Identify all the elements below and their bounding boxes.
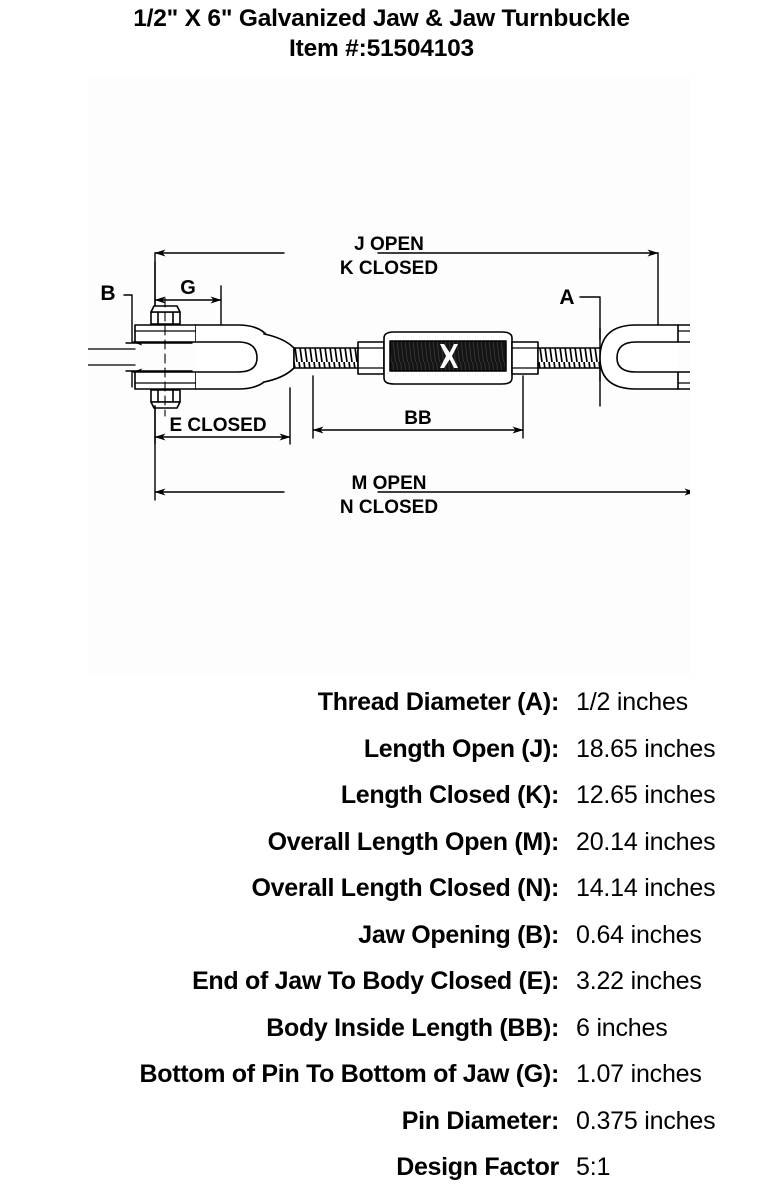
dimension-m-open-n-closed — [154, 405, 690, 501]
spec-value: 0.64 inches — [576, 920, 702, 949]
spec-label: Length Closed (K): — [340, 781, 559, 809]
product-diagram-panel: J OPEN K CLOSED G B A E CLOSED BB M OPEN… — [88, 76, 690, 676]
spec-row: Thread Diameter (A): 1/2 inches — [0, 688, 763, 735]
spec-label: Jaw Opening (B): — [358, 920, 559, 949]
spec-row: Length Closed (K): 12.65 inches — [0, 781, 763, 828]
left-jaw-assembly — [88, 297, 295, 417]
spec-label: Overall Length Open (M): — [267, 827, 560, 856]
spec-row: Pin Diameter: 0.375 inches — [0, 1107, 763, 1154]
right-threaded-rod — [537, 347, 601, 369]
spec-row: Length Open (J): 18.65 inches — [0, 735, 763, 782]
spec-value: 20.14 inches — [576, 827, 716, 856]
spec-label: Design Factor — [396, 1153, 559, 1181]
dimension-b — [123, 294, 193, 388]
label-bb: BB — [404, 408, 431, 429]
right-jaw-assembly — [599, 324, 690, 390]
spec-row: Design Factor 5:1 — [0, 1153, 763, 1200]
item-number: Item #:51504103 — [289, 35, 474, 62]
specification-table: Thread Diameter (A): 1/2 inches Length O… — [0, 688, 763, 1200]
label-k-closed: K CLOSED — [340, 258, 438, 279]
label-e-closed: E CLOSED — [169, 415, 266, 436]
label-g: G — [180, 277, 196, 299]
label-b: B — [100, 282, 115, 305]
dimension-bb — [312, 375, 524, 439]
spec-row: Jaw Opening (B): 0.64 inches — [0, 921, 763, 968]
spec-row: Overall Length Open (M): 20.14 inches — [0, 828, 763, 875]
spec-row: End of Jaw To Body Closed (E): 3.22 inch… — [0, 967, 763, 1014]
spec-label: Length Open (J): — [363, 734, 559, 763]
left-threaded-rod — [293, 347, 359, 369]
spec-row: Bottom of Pin To Bottom of Jaw (G): 1.07… — [0, 1060, 763, 1107]
spec-value: 3.22 inches — [576, 967, 702, 995]
spec-value: 1.07 inches — [576, 1060, 702, 1088]
label-n-closed: N CLOSED — [340, 497, 438, 518]
spec-row: Body Inside Length (BB): 6 inches — [0, 1014, 763, 1061]
spec-value: 14.14 inches — [576, 874, 716, 902]
spec-label: End of Jaw To Body Closed (E): — [192, 967, 559, 995]
body-left-collar — [357, 341, 385, 375]
spec-value: 0.375 inches — [576, 1106, 716, 1135]
spec-value: 1/2 inches — [576, 688, 688, 716]
title-block: 1/2" X 6" Galvanized Jaw & Jaw Turnbuckl… — [0, 0, 763, 64]
spec-label: Bottom of Pin To Bottom of Jaw (G): — [139, 1060, 559, 1088]
spec-value: 18.65 inches — [576, 734, 716, 763]
turnbuckle-dimension-diagram: J OPEN K CLOSED G B A E CLOSED BB M OPEN… — [88, 234, 690, 518]
spec-label: Overall Length Closed (N): — [251, 874, 559, 902]
spec-label: Body Inside Length (BB): — [266, 1013, 559, 1042]
spec-value: 5:1 — [576, 1153, 611, 1181]
label-m-open: M OPEN — [352, 473, 427, 494]
spec-row: Overall Length Closed (N): 14.14 inches — [0, 874, 763, 921]
label-a: A — [559, 286, 574, 309]
body-right-collar — [511, 341, 539, 375]
page-title: 1/2" X 6" Galvanized Jaw & Jaw Turnbuckl… — [133, 5, 630, 32]
spec-value: 12.65 inches — [576, 781, 716, 809]
spec-label: Thread Diameter (A): — [317, 688, 560, 716]
label-j-open: J OPEN — [354, 234, 424, 255]
spec-value: 6 inches — [576, 1013, 668, 1042]
turnbuckle-body — [383, 331, 513, 385]
spec-label: Pin Diameter: — [401, 1106, 560, 1135]
